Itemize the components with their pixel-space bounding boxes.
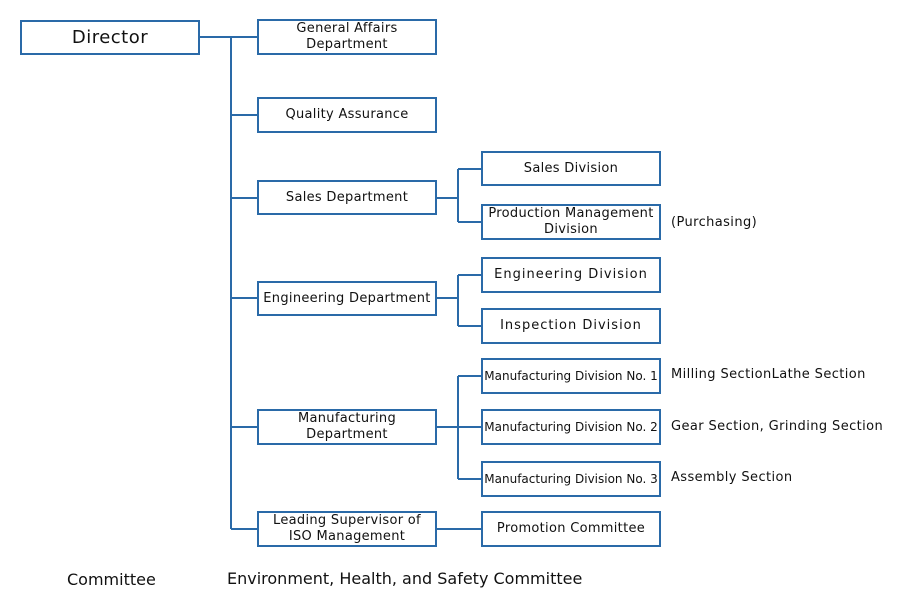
sales-division-label: Sales Division <box>523 160 619 176</box>
mfg-division-3-label: Manufacturing Division No. 3 <box>484 471 658 486</box>
mfg-division-2-box: Manufacturing Division No. 2 <box>481 409 661 445</box>
engineering-division-box: Engineering Division <box>481 257 661 293</box>
promotion-committee-label: Promotion Committee <box>496 521 646 537</box>
production-management-box: Production Management Division <box>481 204 661 240</box>
mfg-division-1-box: Manufacturing Division No. 1 <box>481 358 661 394</box>
manufacturing-department-label: Manufacturing Department <box>297 411 397 442</box>
engineering-division-label: Engineering Division <box>494 267 648 283</box>
engineering-department-box: Engineering Department <box>257 281 437 316</box>
mfg-division-2-label: Manufacturing Division No. 2 <box>484 419 658 434</box>
inspection-division-box: Inspection Division <box>481 308 661 344</box>
iso-supervisor-label: Leading Supervisor of ISO Management <box>273 513 421 544</box>
mfg-division-1-note: Milling SectionLathe Section <box>671 367 866 382</box>
director-label: Director <box>71 26 149 48</box>
sales-department-box: Sales Department <box>257 180 437 215</box>
mfg-division-1-label: Manufacturing Division No. 1 <box>484 368 658 383</box>
mfg-division-2-note: Gear Section, Grinding Section <box>671 419 884 434</box>
director-box: Director <box>20 20 200 55</box>
quality-assurance-label: Quality Assurance <box>285 107 409 123</box>
ehs-committee-label: Environment, Health, and Safety Committe… <box>227 569 583 588</box>
quality-assurance-box: Quality Assurance <box>257 97 437 133</box>
inspection-division-label: Inspection Division <box>500 318 642 334</box>
mfg-division-3-box: Manufacturing Division No. 3 <box>481 461 661 497</box>
promotion-committee-box: Promotion Committee <box>481 511 661 547</box>
committee-label: Committee <box>67 570 156 589</box>
purchasing-note: (Purchasing) <box>671 215 758 230</box>
mfg-division-3-note: Assembly Section <box>671 470 793 485</box>
manufacturing-department-box: Manufacturing Department <box>257 409 437 445</box>
iso-supervisor-box: Leading Supervisor of ISO Management <box>257 511 437 547</box>
general-affairs-box: General Affairs Department <box>257 19 437 55</box>
sales-division-box: Sales Division <box>481 151 661 186</box>
sales-department-label: Sales Department <box>285 189 409 205</box>
general-affairs-label: General Affairs Department <box>296 21 398 52</box>
production-management-label: Production Management Division <box>488 206 654 237</box>
engineering-department-label: Engineering Department <box>263 290 431 306</box>
